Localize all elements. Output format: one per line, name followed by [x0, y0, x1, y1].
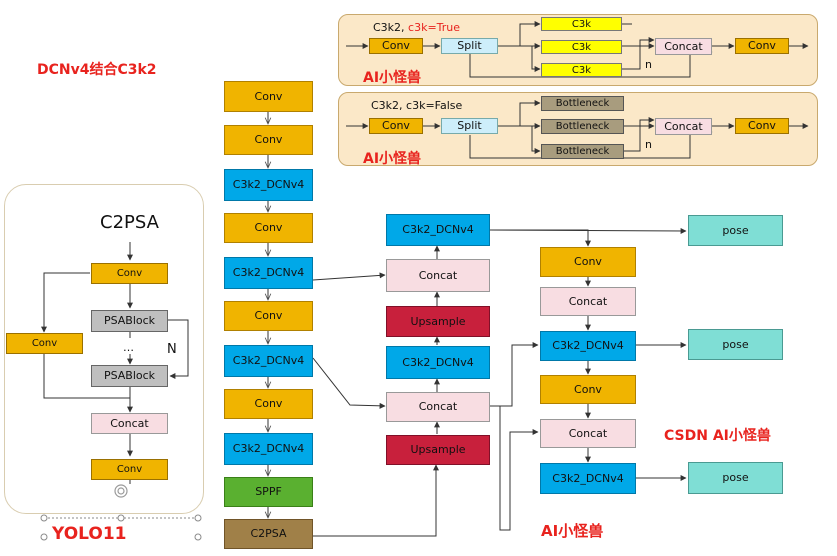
c3k-false-header: C3k2, c3k=False: [371, 99, 463, 112]
backbone-sppf[interactable]: SPPF: [224, 477, 313, 507]
backbone-c3k2-dcnv4-1[interactable]: C3k2_DCNv4: [224, 169, 313, 201]
c2psa-conv-top[interactable]: Conv: [91, 263, 168, 284]
backbone-conv-1[interactable]: Conv: [224, 81, 313, 112]
head-concat-1[interactable]: Concat: [540, 287, 636, 316]
c3k-true-header-flag: c3k=True: [408, 21, 461, 34]
c3k-true-concat[interactable]: Concat: [655, 38, 712, 55]
c3k-block-2[interactable]: C3k: [541, 40, 622, 54]
pose-output-1[interactable]: pose: [688, 215, 783, 246]
neck-concat-1[interactable]: Concat: [386, 259, 490, 292]
head-concat-2[interactable]: Concat: [540, 419, 636, 448]
selection-handles: [40, 514, 202, 541]
c3k-true-conv-in[interactable]: Conv: [369, 38, 423, 54]
backbone-c3k2-dcnv4-3[interactable]: C3k2_DCNv4: [224, 345, 313, 377]
c3k-false-split[interactable]: Split: [441, 118, 498, 134]
c3k-false-conv-out[interactable]: Conv: [735, 118, 789, 134]
backbone-c3k2-dcnv4-4[interactable]: C3k2_DCNv4: [224, 433, 313, 465]
c3k-true-split[interactable]: Split: [441, 38, 498, 54]
c2psa-concat[interactable]: Concat: [91, 413, 168, 434]
c3k-true-conv-out[interactable]: Conv: [735, 38, 789, 54]
neck-concat-2[interactable]: Concat: [386, 392, 490, 422]
psablock-ellipsis: …: [123, 341, 134, 354]
backbone-conv-3[interactable]: Conv: [224, 213, 313, 243]
page-title: DCNv4结合C3k2: [37, 62, 157, 78]
rotate-handle-icon: [114, 484, 128, 498]
c3k-false-repeat-n: n: [645, 138, 652, 151]
c3k-false-conv-in[interactable]: Conv: [369, 118, 423, 134]
c3k-true-header: C3k2, c3k=True: [373, 21, 460, 34]
c3k-true-repeat-n: n: [645, 58, 652, 71]
head-conv-2[interactable]: Conv: [540, 375, 636, 404]
head-c3k2-dcnv4-1[interactable]: C3k2_DCNv4: [540, 331, 636, 361]
psablock-2[interactable]: PSABlock: [91, 365, 168, 387]
backbone-conv-4[interactable]: Conv: [224, 301, 313, 331]
neck-c3k2-dcnv4-mid[interactable]: C3k2_DCNv4: [386, 346, 490, 379]
c3k-block-1[interactable]: C3k: [541, 17, 622, 31]
backbone-conv-2[interactable]: Conv: [224, 125, 313, 155]
csdn-watermark: CSDN AI小怪兽: [664, 428, 771, 444]
c3k-true-watermark: AI小怪兽: [363, 70, 422, 86]
c3k-block-3[interactable]: C3k: [541, 63, 622, 77]
c2psa-conv-bottom[interactable]: Conv: [91, 459, 168, 480]
psablock-repeat-n: N: [167, 342, 177, 357]
head-conv-1[interactable]: Conv: [540, 247, 636, 277]
c3k-false-concat[interactable]: Concat: [655, 118, 712, 135]
neck-upsample-2[interactable]: Upsample: [386, 435, 490, 465]
pose-output-2[interactable]: pose: [688, 329, 783, 360]
backbone-conv-5[interactable]: Conv: [224, 389, 313, 419]
yolo11-label: YOLO11: [52, 524, 127, 544]
psablock-1[interactable]: PSABlock: [91, 310, 168, 332]
c2psa-conv-side[interactable]: Conv: [6, 333, 83, 354]
c3k-false-watermark: AI小怪兽: [363, 151, 422, 167]
c3k-true-header-prefix: C3k2,: [373, 21, 405, 34]
backbone-c3k2-dcnv4-2[interactable]: C3k2_DCNv4: [224, 257, 313, 289]
bottleneck-3[interactable]: Bottleneck: [541, 144, 624, 159]
neck-upsample-1[interactable]: Upsample: [386, 306, 490, 337]
neck-c3k2-dcnv4-top[interactable]: C3k2_DCNv4: [386, 214, 490, 246]
bottleneck-2[interactable]: Bottleneck: [541, 119, 624, 134]
head-c3k2-dcnv4-2[interactable]: C3k2_DCNv4: [540, 463, 636, 494]
bottleneck-1[interactable]: Bottleneck: [541, 96, 624, 111]
c2psa-panel-title: C2PSA: [100, 212, 159, 233]
pose-output-3[interactable]: pose: [688, 462, 783, 494]
backbone-c2psa[interactable]: C2PSA: [224, 519, 313, 549]
bottom-watermark: AI小怪兽: [541, 522, 604, 540]
